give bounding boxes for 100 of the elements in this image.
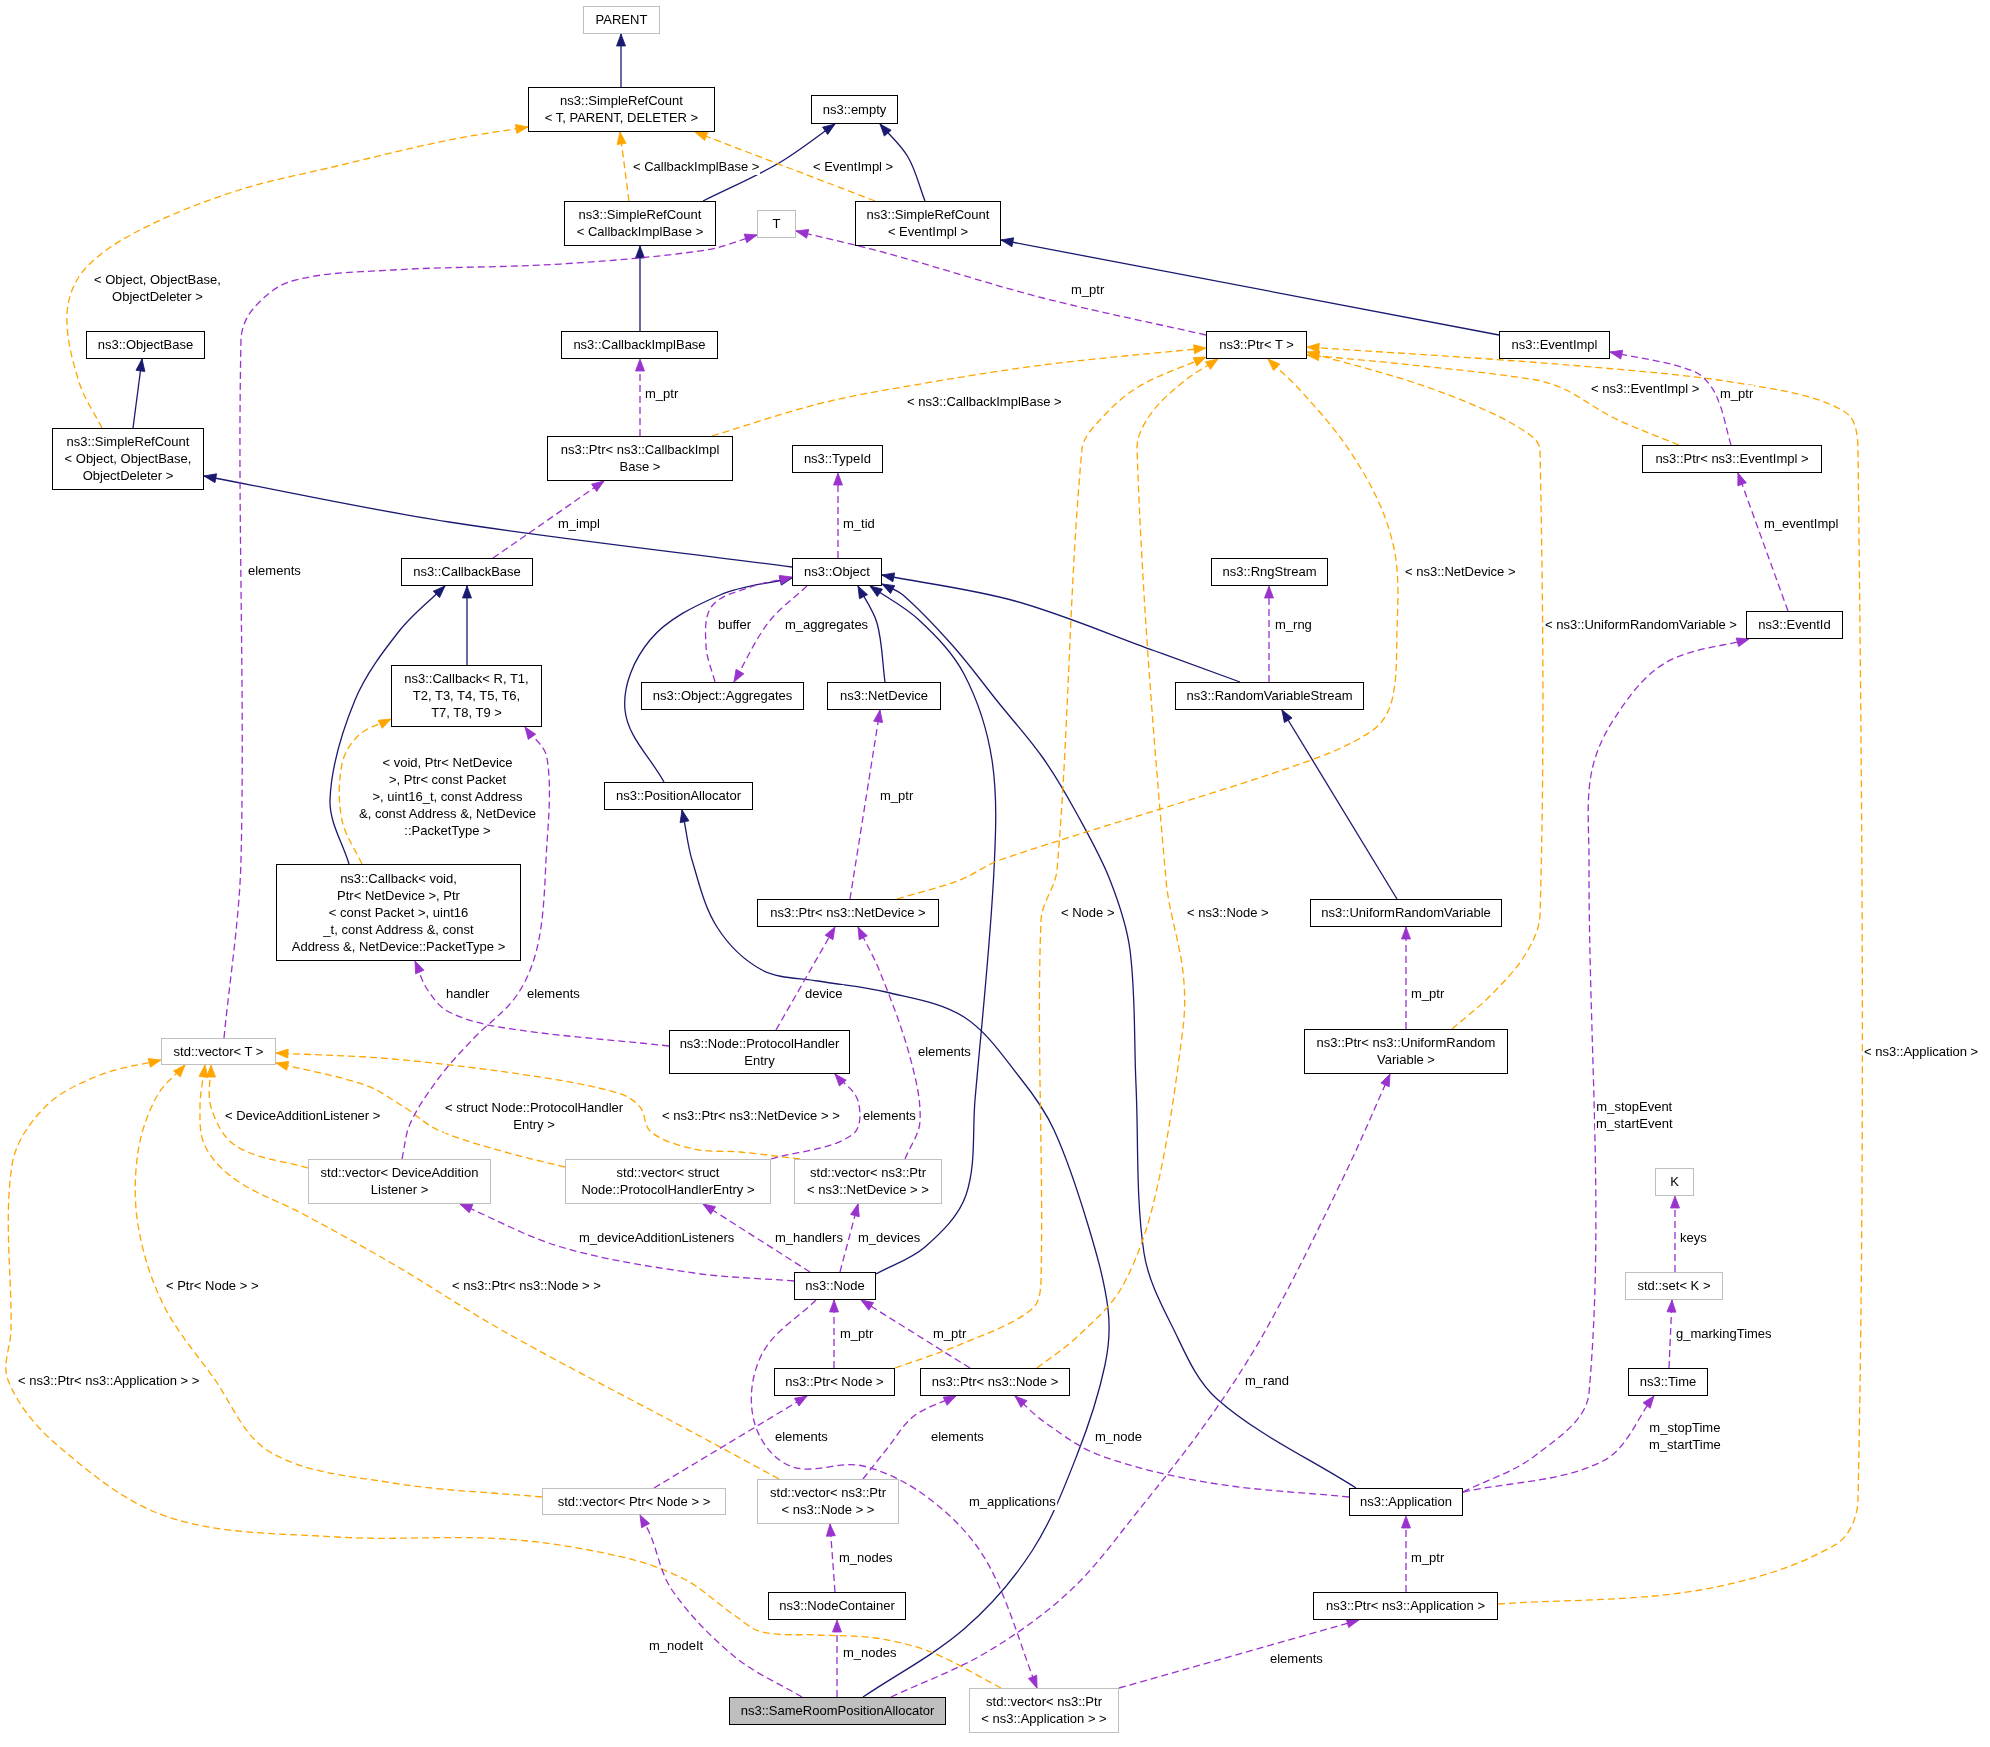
dashed-arrow (1462, 1395, 1655, 1493)
class-box: std::vector< DeviceAddition Listener > (308, 1159, 491, 1204)
class-box: ns3::RngStream (1211, 558, 1328, 586)
dashed-arrow (1306, 350, 1544, 1030)
arrow (624, 575, 793, 783)
arrow (857, 585, 886, 683)
dashed-arrow (492, 480, 605, 559)
dashed-arrow (338, 718, 392, 865)
dashed-arrow (1609, 349, 1732, 446)
arrow (1000, 237, 1500, 336)
dashed-arrow (401, 726, 551, 1160)
dashed-arrow (1462, 637, 1750, 1493)
dashed-arrow (890, 1073, 1391, 1698)
class-box: ns3::Ptr< ns3::UniformRandom Variable > (1304, 1029, 1508, 1074)
class-box: ns3::Ptr< Node > (774, 1368, 895, 1396)
dashed-arrow (223, 233, 758, 1039)
arrow (329, 585, 446, 865)
dashed-arrow (770, 1073, 861, 1160)
class-box: ns3::Ptr< ns3::CallbackImpl Base > (547, 436, 733, 481)
dashed-arrow (1118, 1618, 1360, 1689)
class-box: ns3::SimpleRefCount < T, PARENT, DELETER > (528, 87, 715, 132)
arrow (881, 583, 1357, 1489)
dashed-arrow (839, 1203, 860, 1273)
class-box: ns3::Object (792, 558, 882, 586)
class-box: ns3::TypeId (792, 445, 883, 473)
class-box: ns3::EventImpl (1499, 331, 1610, 359)
dashed-arrow (894, 356, 1207, 1369)
class-box: ns3::SimpleRefCount < CallbackImplBase > (564, 201, 716, 246)
dashed-arrow (134, 1064, 543, 1498)
dashed-arrow (849, 709, 883, 900)
arrow (203, 473, 793, 568)
class-box: ns3::Ptr< ns3::NetDevice > (757, 899, 939, 927)
arrow (879, 123, 926, 202)
class-box: ns3::EventId (1746, 611, 1843, 639)
dashed-arrow (414, 960, 670, 1047)
class-box: ns3::Ptr< ns3::Node > (920, 1368, 1070, 1396)
class-box: std::vector< ns3::Ptr < ns3::NetDevice > > (794, 1159, 942, 1204)
dashed-arrow (1264, 585, 1274, 683)
dashed-arrow (639, 1514, 803, 1698)
edge-label: m_ptr (1719, 384, 1755, 402)
dashed-arrow (1401, 1515, 1411, 1593)
class-box: ns3::Ptr< ns3::EventImpl > (1642, 445, 1822, 473)
arrow (679, 809, 1110, 1698)
arrow (462, 585, 472, 666)
class-box: K (1655, 1168, 1694, 1196)
dashed-arrow (1670, 1195, 1680, 1273)
class-box: ns3::Application (1349, 1488, 1463, 1516)
dashed-arrow (1666, 1299, 1677, 1369)
arrow (635, 245, 645, 332)
dashed-arrow (198, 1064, 780, 1480)
class-box: ns3::empty (811, 95, 898, 124)
class-box: std::set< K > (1625, 1272, 1723, 1300)
dashed-arrow (711, 344, 1207, 437)
dashed-arrow (860, 1299, 971, 1369)
dashed-arrow (275, 1061, 566, 1168)
dashed-arrow (616, 131, 630, 202)
arrow (869, 585, 997, 1275)
edge-label: < ns3::Application > (1863, 1042, 1980, 1060)
highlighted-class-box: ns3::SameRoomPositionAllocator (729, 1697, 946, 1725)
class-box: std::vector< ns3::Ptr < ns3::Node > > (757, 1479, 899, 1524)
class-box: T (757, 210, 796, 238)
dashed-arrow (1401, 926, 1411, 1030)
dashed-arrow (1036, 358, 1219, 1369)
class-box: ns3::ObjectBase (86, 331, 205, 359)
dashed-arrow (66, 124, 529, 429)
arrow (881, 572, 1241, 683)
class-box: std::vector< Ptr< Node > > (542, 1488, 726, 1515)
class-box: ns3::SimpleRefCount < Object, ObjectBase, ObjectDeleter > (52, 428, 204, 490)
dashed-arrow (653, 1395, 808, 1489)
dashed-arrow (750, 1299, 1038, 1689)
class-box: ns3::Callback< R, T1, T2, T3, T4, T5, T6, T7, T8, T9 > (391, 665, 542, 727)
class-box: std::vector< T > (161, 1038, 276, 1065)
dashed-arrow (775, 926, 836, 1031)
class-box: ns3::RandomVariableStream (1175, 682, 1364, 710)
class-box: ns3::UniformRandomVariable (1310, 899, 1502, 927)
class-box: ns3::Callback< void, Ptr< NetDevice >, Ptr < const Packet >, uint16 _t, const Address &, const Address &, NetDevice::PacketType > (276, 864, 521, 961)
class-box: ns3::Node (794, 1272, 876, 1300)
arrow (132, 358, 146, 429)
dashed-arrow (826, 1523, 836, 1593)
dashed-arrow (1014, 1395, 1350, 1498)
class-box: std::vector< ns3::Ptr < ns3::Application > > (969, 1688, 1119, 1733)
dashed-arrow (704, 574, 793, 683)
dashed-arrow (1306, 342, 1864, 1605)
dashed-arrow (1737, 472, 1789, 612)
dashed-arrow (862, 1395, 957, 1480)
class-box: ns3::Node::ProtocolHandler Entry (669, 1030, 850, 1074)
dashed-arrow (896, 358, 1399, 900)
class-box: ns3::Ptr< ns3::Application > (1313, 1592, 1498, 1620)
dashed-arrow (5, 1057, 1002, 1689)
class-box: std::vector< struct Node::ProtocolHandlerEntry > (565, 1159, 771, 1204)
dashed-arrow (694, 131, 876, 202)
dashed-arrow (733, 585, 808, 683)
dashed-arrow (702, 1203, 811, 1273)
dashed-arrow (795, 229, 1207, 336)
class-box: ns3::Object::Aggregates (641, 682, 804, 710)
dashed-arrow (459, 1203, 795, 1282)
dashed-arrow (832, 1619, 842, 1698)
class-box: ns3::PositionAllocator (604, 782, 753, 810)
arrow (1281, 709, 1398, 900)
class-box: ns3::Ptr< T > (1206, 331, 1307, 359)
